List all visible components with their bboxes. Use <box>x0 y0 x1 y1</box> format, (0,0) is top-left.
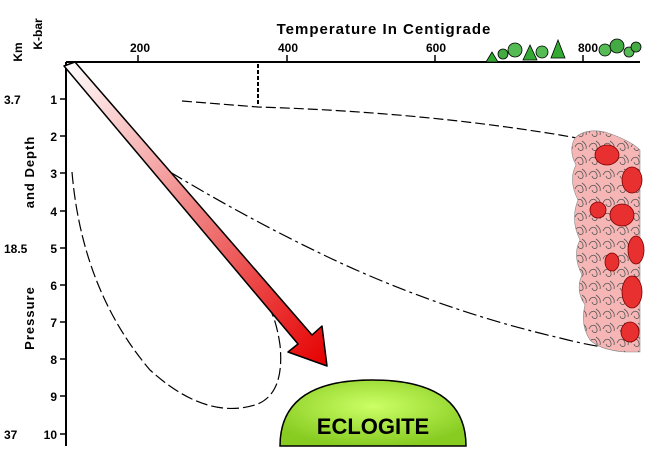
y-tick-label: 2 <box>50 130 57 144</box>
y-tick-label: 3 <box>50 167 57 181</box>
y-tick-label: 10 <box>44 428 58 442</box>
x-tick-label: 600 <box>426 41 446 55</box>
tree-icon <box>522 44 538 61</box>
y-tick-label: 1 <box>50 93 57 107</box>
tree-icon <box>535 45 549 59</box>
y-tick-label: 5 <box>50 242 57 256</box>
lower-dashed-loop <box>71 171 282 410</box>
tree-icon <box>550 38 566 59</box>
y-tick-marks <box>60 98 66 435</box>
middle-dashed-curve <box>169 171 626 351</box>
melt-zone <box>571 130 645 353</box>
x-tick-label: 200 <box>130 41 150 55</box>
unit-kbar: K-bar <box>31 18 45 50</box>
left-title-lower: Pressure <box>22 286 37 350</box>
y-tick-label: 4 <box>50 205 57 219</box>
y-tick-label: 8 <box>50 353 57 367</box>
tree-icon <box>609 38 625 54</box>
y-tick-label: 7 <box>50 316 57 330</box>
depth-label: 3.7 <box>4 93 21 107</box>
tree-icon <box>507 42 523 58</box>
melt-blobs <box>589 144 645 343</box>
x-tick-label: 400 <box>278 41 298 55</box>
y-tick-label: 9 <box>50 390 57 404</box>
eclogite-label: ECLOGITE <box>317 414 429 439</box>
tree-icon <box>598 43 612 57</box>
tree-icon <box>497 48 509 60</box>
depth-label: 18.5 <box>4 242 28 256</box>
depth-label: 37 <box>4 428 18 442</box>
x-tick-label: 800 <box>578 41 598 55</box>
tree-icon <box>630 41 642 53</box>
x-tick-marks <box>137 55 584 62</box>
eclogite-zone <box>279 379 467 447</box>
upper-dashed-curve <box>181 100 641 151</box>
arrow-icon <box>63 61 328 367</box>
y-tick-label: 6 <box>50 279 57 293</box>
top-title: Temperature In Centigrade <box>277 21 492 38</box>
tree-icon-group <box>485 38 642 63</box>
unit-km: Km <box>11 42 25 61</box>
tree-icon <box>485 51 499 63</box>
left-title-upper: and Depth <box>22 136 37 209</box>
